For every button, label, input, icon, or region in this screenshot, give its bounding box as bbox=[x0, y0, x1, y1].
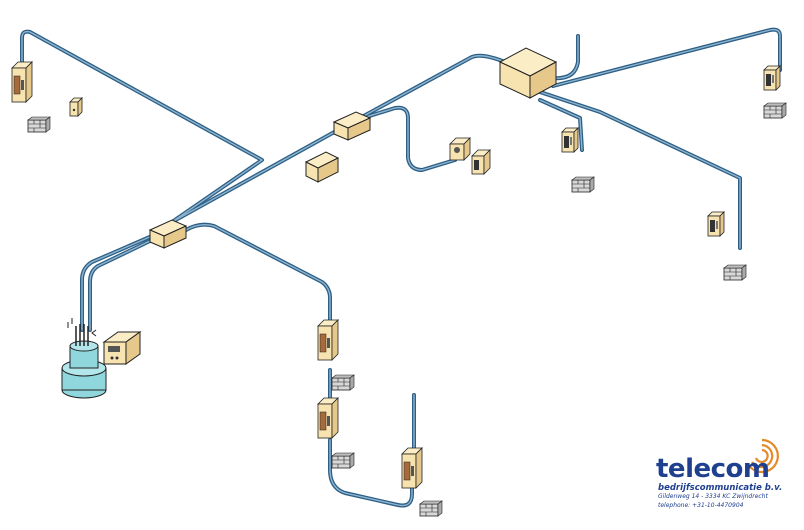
wall-cabinet-icon bbox=[401, 447, 423, 489]
telephone-icon bbox=[707, 211, 725, 237]
junction-box-icon bbox=[69, 97, 83, 117]
junction-box-icon bbox=[304, 151, 340, 183]
wall-socket-icon bbox=[331, 374, 355, 391]
logo-swirl-icon bbox=[747, 438, 779, 474]
wall-socket-icon bbox=[723, 264, 747, 281]
wall-cabinet-icon bbox=[317, 319, 339, 361]
company-subtitle: bedrijfscommunicatie b.v. bbox=[658, 483, 783, 493]
main-distribution-frame-icon bbox=[61, 318, 107, 399]
wall-socket-icon bbox=[331, 452, 355, 469]
junction-box-icon bbox=[332, 111, 372, 141]
company-logo: telecom bedrijfscommunicatie b.v. Gilden… bbox=[640, 436, 800, 526]
wall-socket-icon bbox=[571, 176, 595, 193]
wall-socket-icon bbox=[27, 116, 51, 133]
telephone-icon bbox=[561, 127, 579, 153]
company-telephone: telephone: +31-10-4470904 bbox=[658, 502, 744, 509]
wall-cabinet-icon bbox=[317, 397, 339, 439]
telephone-icon bbox=[763, 65, 781, 91]
cable-network bbox=[20, 27, 782, 508]
company-name: telecom bbox=[656, 454, 770, 484]
wall-cabinet-icon bbox=[11, 61, 33, 103]
junction-box-icon bbox=[498, 47, 558, 99]
company-address: Gildenweg 14 - 3334 KC Zwijndrecht bbox=[658, 493, 768, 500]
wall-socket-icon bbox=[763, 102, 787, 119]
wall-socket-icon bbox=[419, 500, 443, 517]
control-panel-icon bbox=[102, 331, 142, 365]
telephone-icon bbox=[449, 137, 491, 175]
junction-box-icon bbox=[148, 219, 188, 249]
